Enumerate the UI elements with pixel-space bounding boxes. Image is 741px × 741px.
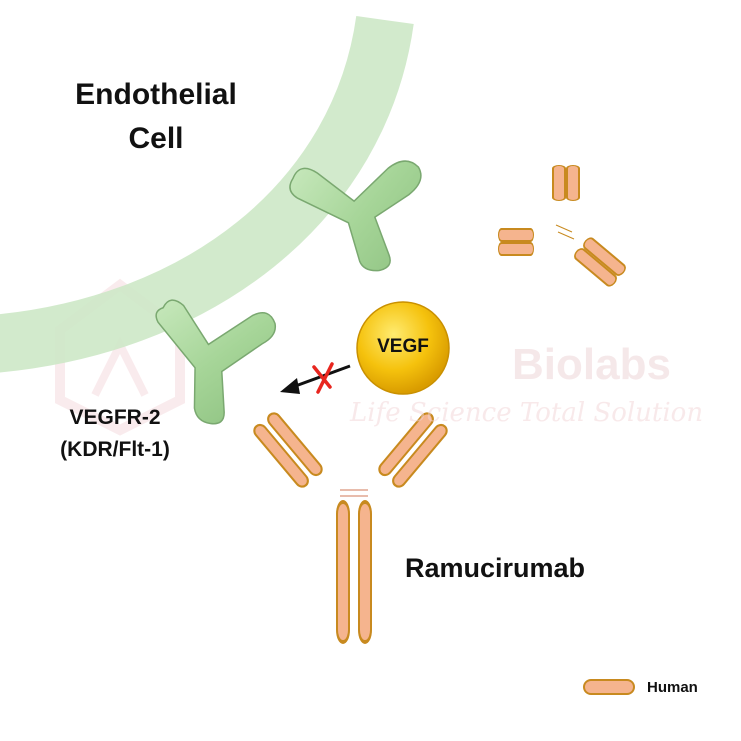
vegf-ligand [356,301,450,395]
receptor-vegfr2 [155,299,277,425]
legend-human-swatch [583,679,635,695]
cell-membrane [0,15,414,373]
cell-label-line2: Cell [128,122,184,155]
receptor-label-line2: (KDR/Flt-1) [60,438,170,461]
antibody-label: Ramucirumab [405,553,586,583]
antibody-small [498,165,629,289]
vegf-label: VEGF [377,336,429,357]
receptor-upper [289,160,422,272]
block-mark [312,362,334,394]
legend-human-label: Human [647,679,698,696]
watermark-brand: Biolabs [512,340,671,389]
receptor-label-line1: VEGFR-2 [69,406,161,429]
watermark-tagline: Life Science Total Solution [350,398,704,428]
antibody-ramucirumab [250,409,451,644]
cell-label-line1: Endothelial [75,78,237,111]
